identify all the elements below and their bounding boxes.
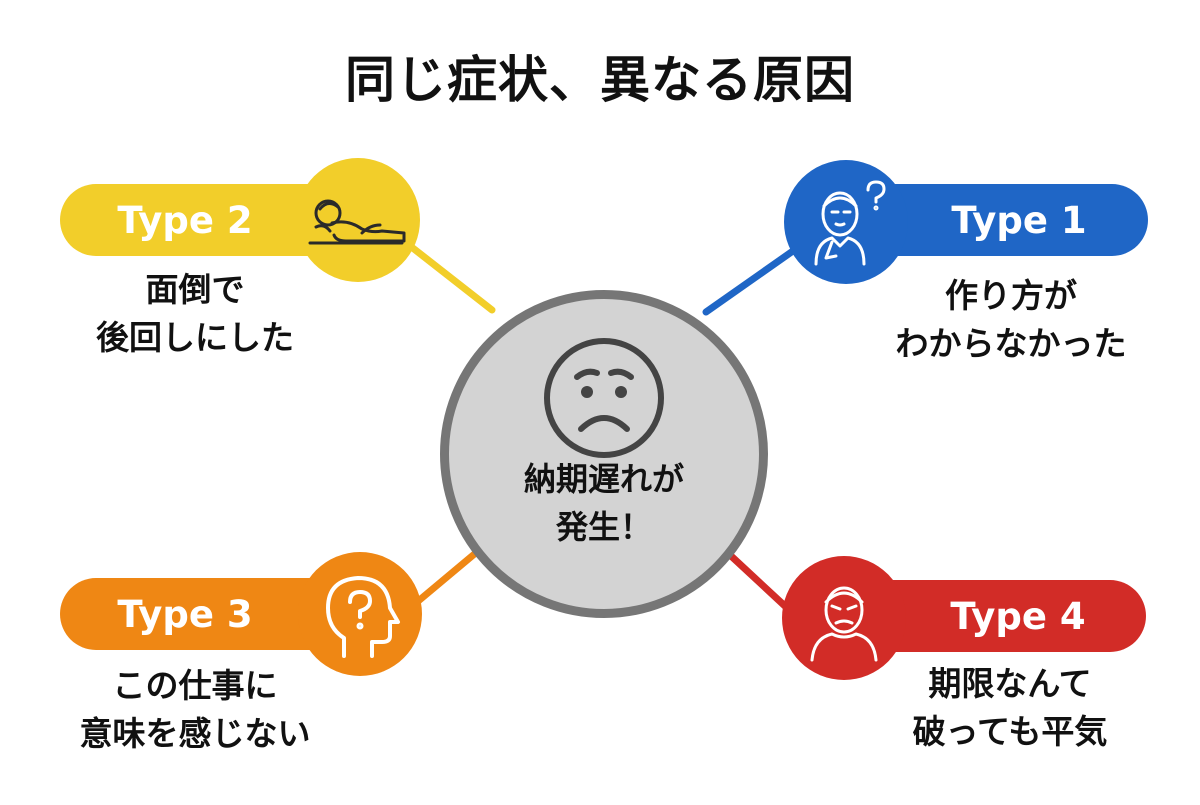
connector-type2 (396, 234, 496, 314)
type4-description: 期限なんて 破っても平気 (892, 660, 1128, 756)
type1-line2: わからなかった (895, 324, 1127, 363)
worried-face-icon (544, 338, 664, 458)
center-circle: 納期遅れが 発生！ (440, 290, 768, 618)
type4-line1: 期限なんて (928, 664, 1092, 703)
frowning-person-icon (810, 586, 878, 662)
type2-line1: 面倒で (145, 270, 245, 309)
type3-label: Type 3 (117, 592, 253, 636)
connector-type1 (702, 242, 804, 316)
type4-icon-circle (782, 556, 906, 680)
thinking-person-icon (814, 180, 886, 266)
type3-line1: この仕事に (112, 666, 278, 705)
type3-description: この仕事に 意味を感じない (52, 662, 338, 758)
type1-line1: 作り方が (945, 276, 1077, 315)
type1-icon-circle (784, 160, 908, 284)
type2-description: 面倒で 後回しにした (70, 266, 320, 362)
type2-line2: 後回しにした (96, 318, 294, 357)
type2-icon-circle (296, 158, 420, 282)
center-text: 納期遅れが 発生！ (449, 455, 759, 551)
diagram-title: 同じ症状、異なる原因 (345, 51, 855, 109)
type4-line2: 破っても平気 (912, 712, 1108, 751)
type1-description: 作り方が わからなかった (866, 272, 1156, 368)
type1-label: Type 1 (951, 198, 1087, 242)
type4-label: Type 4 (950, 594, 1086, 638)
center-line2: 発生！ (555, 508, 652, 546)
center-line1: 納期遅れが (523, 460, 684, 498)
type3-line2: 意味を感じない (79, 714, 311, 753)
type3-icon-circle (298, 552, 422, 676)
head-question-icon (326, 576, 400, 658)
type2-label: Type 2 (117, 198, 253, 242)
lying-down-person-icon (308, 199, 406, 245)
